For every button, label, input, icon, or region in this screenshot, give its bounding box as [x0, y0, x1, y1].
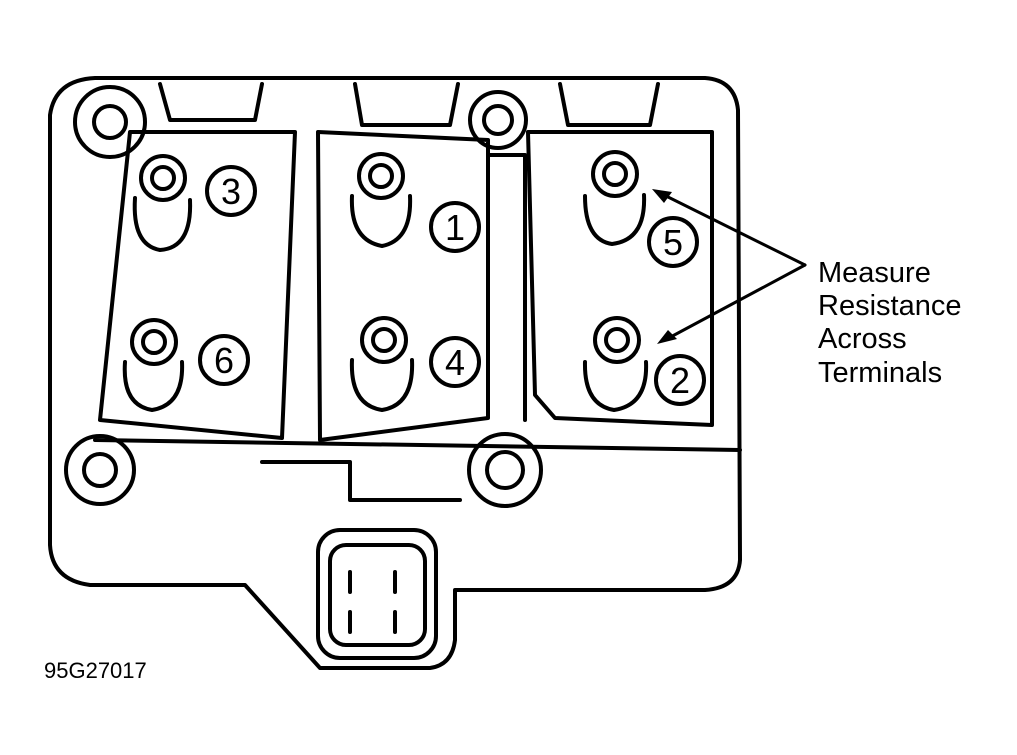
terminal-badge-1	[429, 201, 481, 253]
terminal-number-1: 1	[445, 207, 465, 248]
terminal-badge-5	[647, 216, 699, 268]
terminal-post-1	[349, 152, 413, 248]
mount-hole-bottom-left	[64, 434, 136, 506]
terminal-number-5: 5	[663, 222, 683, 263]
coil-panel-left	[98, 130, 297, 440]
arrowheads	[652, 189, 677, 344]
terminal-number-4: 4	[445, 342, 465, 383]
coil-panel-right	[526, 130, 714, 427]
coil-panel-center	[316, 130, 490, 442]
terminal-badge-2	[654, 354, 706, 406]
terminal-badge-6	[198, 334, 250, 386]
terminal-post-2	[582, 316, 649, 412]
terminal-badge-3	[205, 165, 257, 217]
mount-hole-top-center	[468, 90, 528, 150]
terminal-post-6	[122, 318, 185, 412]
electrical-connector	[316, 528, 438, 660]
terminal-number-3: 3	[221, 171, 241, 212]
terminal-post-5	[583, 150, 647, 246]
center-rib	[486, 153, 527, 422]
top-tabs	[158, 82, 660, 127]
terminal-number-6: 6	[214, 340, 234, 381]
callout-line-2: Resistance	[818, 290, 961, 322]
connector-neck	[260, 460, 462, 502]
coil-housing-outline	[48, 76, 742, 670]
terminal-post-3	[132, 154, 193, 252]
terminal-number-2: 2	[670, 360, 690, 401]
figure-code: 95G27017	[44, 658, 147, 683]
callout-line-3: Across	[818, 323, 907, 355]
panel-bottom-ledge	[93, 438, 742, 452]
terminal-post-4	[349, 316, 415, 412]
callout-line-1: Measure	[818, 257, 931, 289]
mount-hole-top-left	[73, 85, 147, 159]
terminal-badge-4	[429, 336, 481, 388]
mount-hole-bottom-center	[467, 432, 543, 508]
callout-arrows	[658, 191, 807, 342]
callout-line-4: Terminals	[818, 357, 942, 389]
